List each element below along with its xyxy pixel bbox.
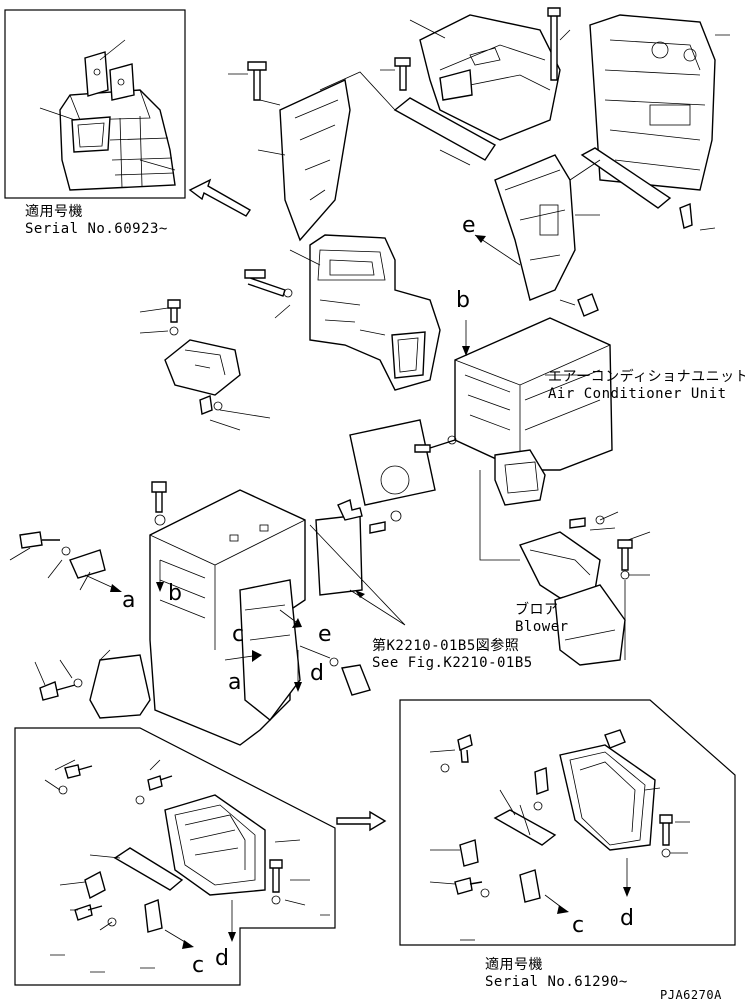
callout-c-bottom-left: c — [192, 953, 205, 978]
inset-bottom-left — [14, 727, 336, 986]
inset-bottom-right-serial-label: Serial No.61290~ — [485, 974, 628, 990]
callout-a-left: a — [122, 588, 136, 613]
callout-a-center: a — [228, 670, 242, 695]
air-conditioner-unit — [349, 317, 613, 506]
callout-b-top: b — [456, 288, 471, 313]
inset-arrow-top — [188, 178, 251, 217]
inset-top-left — [4, 9, 186, 199]
drawing-code: PJA6270A — [660, 988, 722, 1002]
callout-e-center: e — [318, 622, 333, 647]
blower-label-jp: ブロア — [515, 602, 559, 618]
callout-d-bottom-left: d — [215, 946, 230, 971]
top-bracket-parts — [228, 7, 571, 242]
left-bracket-parts — [139, 299, 271, 431]
inset-arrow-bottom — [336, 810, 387, 832]
callout-c-center: c — [232, 622, 245, 647]
main-box — [9, 481, 402, 746]
reference-label-en: See Fig.K2210-01B5 — [372, 655, 533, 671]
callout-d-center: d — [310, 661, 325, 686]
inset-bottom-right-applies-label: 適用号機 — [485, 957, 543, 973]
inset-top-left-applies-label: 適用号機 — [25, 204, 83, 220]
inset-bottom-right — [399, 699, 736, 946]
reference-label-jp: 第K2210-01B5図参照 — [372, 638, 520, 654]
callout-e-top: e — [462, 213, 477, 238]
inset-top-left-serial-label: Serial No.60923~ — [25, 221, 168, 237]
air-conditioner-label-jp: エアーコンディショナユニット — [548, 369, 745, 385]
center-arrows — [84, 524, 406, 692]
blower-label-en: Blower — [515, 619, 569, 635]
callout-b-body: b — [168, 581, 183, 606]
air-conditioner-label-en: Air Conditioner Unit — [548, 386, 727, 402]
blower — [479, 470, 651, 666]
callout-d-bottom-right: d — [620, 906, 635, 931]
top-right-cover — [494, 14, 730, 317]
center-duct — [244, 234, 441, 391]
callout-c-bottom-right: c — [572, 913, 585, 938]
